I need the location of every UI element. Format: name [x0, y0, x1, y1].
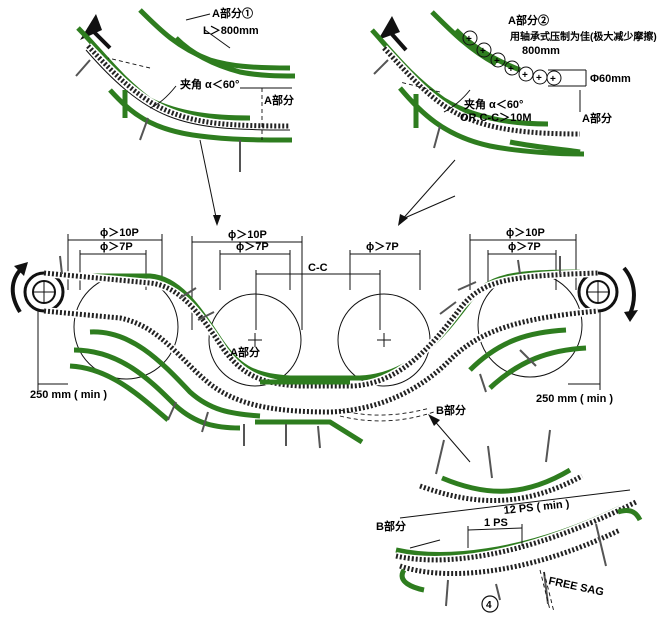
a-part-center-label: A部分	[230, 345, 260, 359]
bottom-guide	[255, 419, 364, 445]
rotation-arrow-left-icon	[10, 266, 24, 314]
center-center-label: C-C	[308, 262, 328, 274]
chain-strand	[86, 44, 291, 129]
a-part-label: A部分	[264, 93, 294, 107]
phi-10p-left-label: ϕ＞10P	[100, 227, 139, 239]
min-250-left-label: 250 mm ( min )	[30, 389, 107, 401]
angle-label: 夹角 α＜60°	[180, 77, 239, 91]
phi-10p-right-label: ϕ＞10P	[506, 227, 545, 239]
svg-text:+: +	[536, 73, 542, 84]
leader-line	[199, 139, 218, 223]
svg-text:+: +	[522, 70, 528, 81]
detail-b-part: 4 12 PS ( min ) 1 PS B部分 FREE SAG	[376, 429, 643, 613]
lower-guide-left	[89, 329, 261, 419]
chain-strand	[382, 46, 581, 137]
top-rail	[430, 10, 498, 67]
svg-text:+: +	[466, 34, 472, 45]
b-lower-chain	[395, 499, 638, 563]
center-left-wheel	[208, 293, 302, 387]
svg-text:+: +	[494, 56, 500, 67]
upper-rail-b	[174, 36, 296, 79]
lower-guide-left-2	[73, 347, 241, 431]
angle-label: 夹角 α＜60°	[464, 97, 523, 111]
callout-number: 4	[486, 600, 492, 611]
phi-7p-right-label: ϕ＞7P	[508, 241, 541, 253]
b-top-chain	[419, 473, 584, 503]
a-part-1-label: A部分①	[212, 6, 253, 20]
svg-text:+: +	[550, 74, 556, 85]
phi-7p-left-label: ϕ＞7P	[100, 241, 133, 253]
leader-line	[399, 195, 456, 221]
support-posts	[59, 255, 561, 449]
lower-guide-right	[468, 327, 567, 372]
phi-7p-mid2-label: ϕ＞7P	[366, 241, 399, 253]
a-part-2-label: A部分②	[508, 13, 549, 27]
min-250-right-label: 250 mm ( min )	[536, 393, 613, 405]
phi-7p-mid-label: ϕ＞7P	[236, 241, 269, 253]
b-top-guide	[441, 467, 572, 494]
main-chain-bottom	[43, 308, 599, 415]
main-layout: ϕ＞10P ϕ＞7P ϕ＞10P ϕ＞7P ϕ＞7P ϕ＞10P ϕ＞7P C-…	[10, 227, 638, 463]
lower-guide-rail	[398, 86, 585, 157]
svg-text:+: +	[508, 64, 514, 75]
b-part-detail-label: B部分	[376, 519, 406, 533]
diameter-label: Φ60mm	[590, 73, 631, 85]
b-sag-chain	[399, 527, 622, 577]
center-distance-label: OR C-C＞10M	[460, 112, 532, 124]
right-sprocket	[577, 271, 619, 313]
rotation-arrow-right-icon	[622, 266, 636, 315]
ps1-label: 1 PS	[484, 517, 508, 529]
bearing-rollers: + + + + + + +	[462, 30, 562, 86]
svg-text:+: +	[480, 46, 486, 57]
free-sag-label: FREE SAG	[547, 575, 605, 598]
callout-circle	[481, 595, 499, 613]
b-part-center-label: B部分	[436, 403, 466, 417]
phi-10p-mid-label: ϕ＞10P	[228, 229, 267, 241]
arrow-shaft	[90, 28, 112, 50]
detail-a-part-2: + + + + + + + A部分② 用轴承式压制为佳(极大减少摩擦) 800m…	[370, 10, 657, 226]
detail-a-part-1: A部分① L＞800mm 夹角 α＜60° A部分	[75, 6, 296, 226]
length-label: L＞800mm	[203, 25, 259, 37]
left-sprocket	[23, 271, 65, 313]
bearing-note: 用轴承式压制为佳(极大减少摩擦)	[509, 30, 657, 43]
a-part-label: A部分	[582, 111, 612, 125]
length-800-label: 800mm	[522, 45, 560, 57]
direction-arrow-icon	[378, 16, 400, 40]
